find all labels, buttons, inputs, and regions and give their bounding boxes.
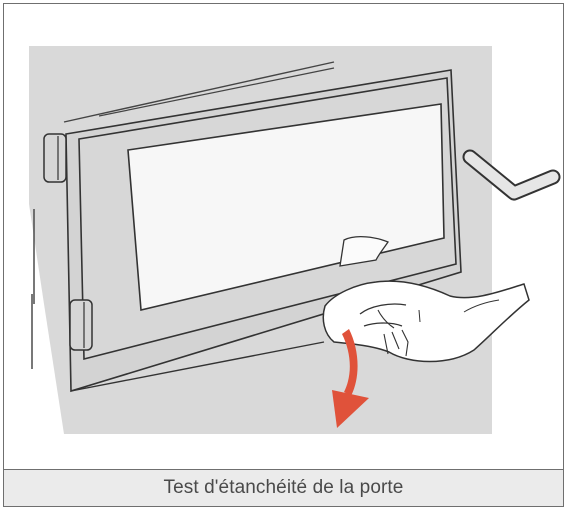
figure-frame: Test d'étanchéité de la porte (3, 3, 564, 507)
oven-door-illustration (4, 4, 565, 468)
hinge-icon (44, 134, 66, 182)
hinge-icon (70, 300, 92, 350)
caption-bar: Test d'étanchéité de la porte (4, 469, 563, 506)
figure-caption: Test d'étanchéité de la porte (164, 477, 404, 499)
